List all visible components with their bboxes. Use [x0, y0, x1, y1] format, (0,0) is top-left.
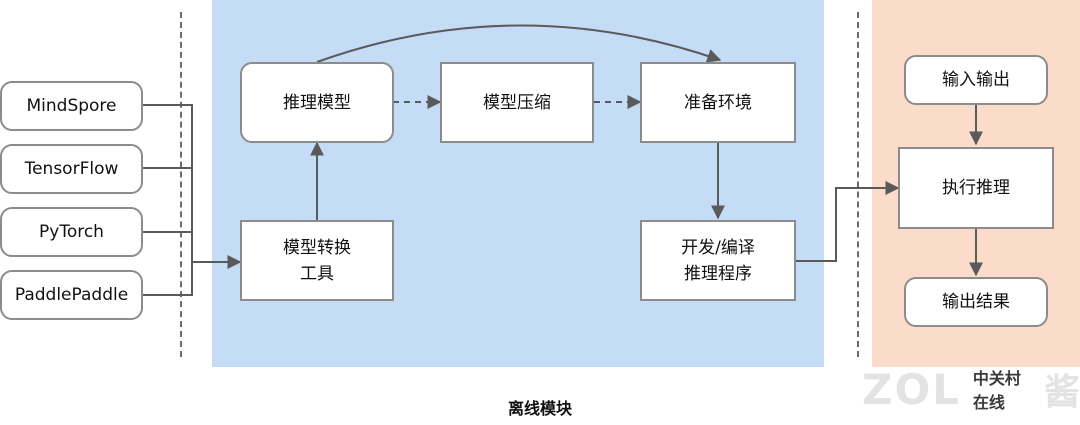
offline-module-caption: 离线模块 — [507, 399, 572, 418]
watermark-mark: 酱 — [1043, 372, 1080, 413]
framework-mindspore: MindSpore — [0, 81, 143, 131]
node-output-result: 输出结果 — [904, 277, 1048, 327]
framework-label: TensorFlow — [24, 159, 119, 179]
node-model-compression: 模型压缩 — [440, 62, 594, 143]
node-conversion-tool: 模型转换 工具 — [240, 220, 394, 301]
framework-label: PaddlePaddle — [14, 285, 129, 305]
node-label: 开发/编译 推理程序 — [681, 237, 755, 284]
node-label: 输入输出 — [942, 70, 1010, 90]
node-dev-compile: 开发/编译 推理程序 — [640, 220, 796, 301]
node-prepare-env: 准备环境 — [640, 62, 796, 143]
edge-mindspore — [142, 104, 193, 262]
watermark: ZOL 中关村在线 酱 — [862, 364, 1080, 414]
node-input-output: 输入输出 — [904, 55, 1048, 105]
framework-label: MindSpore — [26, 96, 117, 116]
node-label: 模型压缩 — [483, 92, 551, 113]
node-label: 模型转换 工具 — [283, 237, 351, 284]
node-label: 输出结果 — [942, 292, 1010, 312]
node-label: 推理模型 — [283, 92, 351, 113]
offline-module-panel — [212, 0, 824, 367]
edge-model-to-env-arc — [316, 24, 722, 63]
separator-right — [857, 12, 859, 357]
node-label: 准备环境 — [684, 92, 752, 113]
watermark-text: 中关村在线 — [972, 369, 1021, 412]
node-execute-inference: 执行推理 — [898, 147, 1054, 229]
framework-tensorflow: TensorFlow — [0, 144, 143, 194]
framework-label: PyTorch — [39, 222, 104, 242]
edge-paddle — [142, 262, 193, 296]
node-label: 执行推理 — [942, 178, 1010, 198]
watermark-brand: ZOL — [862, 364, 961, 414]
node-inference-model: 推理模型 — [240, 62, 394, 143]
edge-dev-to-execute — [796, 181, 900, 262]
framework-paddlepaddle: PaddlePaddle — [0, 270, 143, 320]
separator-left — [180, 12, 182, 357]
framework-pytorch: PyTorch — [0, 207, 143, 257]
